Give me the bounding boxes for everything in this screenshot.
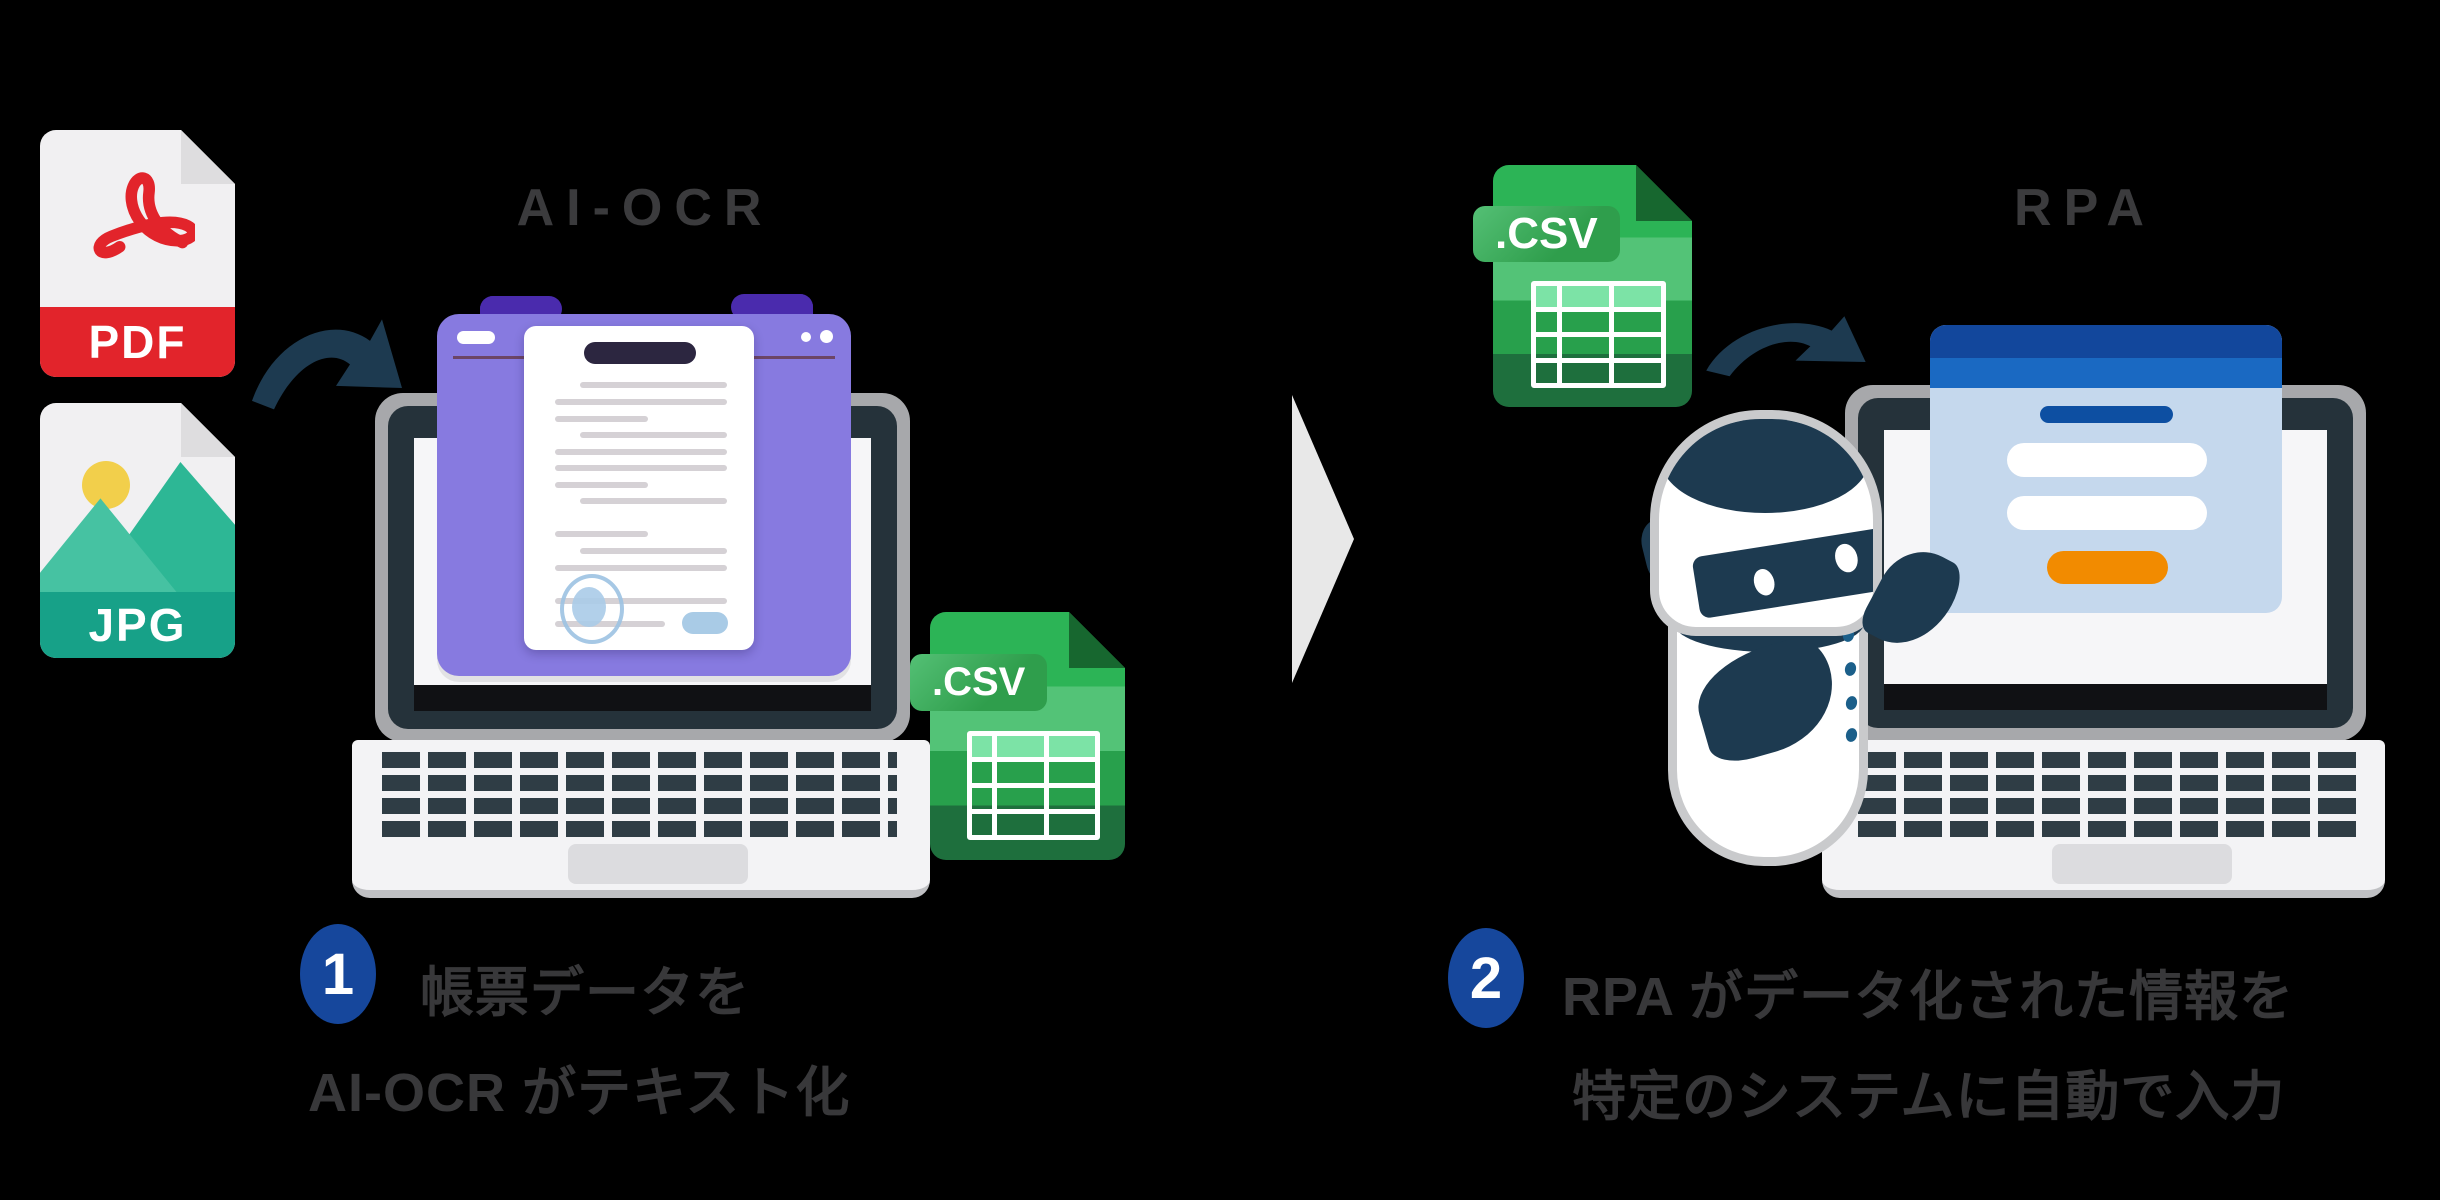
stamp-icon: [572, 587, 606, 627]
right-laptop-display-strip: [1884, 684, 2327, 710]
step-2-line1: RPA がデータ化された情報を: [1562, 967, 2295, 1027]
csv-label: .CSV: [910, 654, 1048, 712]
rpa-title: RPA: [2014, 179, 2156, 237]
document-heading-bar: [584, 342, 696, 364]
step-1-line2: AI-OCR がテキスト化: [308, 1063, 851, 1123]
ai-ocr-title: AI-OCR: [516, 179, 774, 237]
pdf-logo-icon: [93, 172, 195, 259]
robot-head-top: [1661, 419, 1869, 513]
step-2-line2: 特定のシステムに自動で入力: [1572, 1067, 2286, 1127]
robot-visor: [1691, 524, 1873, 620]
jpg-label: JPG: [40, 592, 235, 658]
window-control-dot: [820, 330, 833, 343]
step-1-line1: 帳票データを: [420, 963, 750, 1023]
robot-head: [1650, 410, 1882, 636]
left-laptop-base: [352, 740, 930, 898]
jpg-picture: [40, 403, 235, 592]
system-entry-window: [1930, 325, 2282, 613]
curved-arrow-icon: [248, 298, 408, 448]
window-control-dot: [801, 332, 811, 342]
csv-label: .CSV: [1473, 206, 1620, 262]
jpg-file-icon: JPG: [40, 403, 235, 658]
spreadsheet-table-icon: [967, 731, 1100, 841]
right-laptop-keyboard: [1858, 752, 2356, 837]
robot-eye: [1750, 566, 1778, 599]
window-toolbar: [1930, 358, 2282, 388]
csv-file-fold: [1069, 612, 1125, 668]
left-laptop-trackpad: [568, 844, 748, 884]
sun-icon: [82, 461, 130, 509]
scanned-document: [524, 326, 754, 650]
left-laptop-keyboard: [382, 752, 897, 837]
pdf-file-icon: PDF: [40, 130, 235, 377]
form-submit-button: [2047, 551, 2168, 584]
right-laptop-base: [1822, 740, 2385, 898]
signature-field: [682, 612, 728, 634]
csv-file-fold: [1636, 165, 1692, 221]
flow-arrow-triangle: [1292, 395, 1354, 683]
robot-eye: [1831, 540, 1862, 576]
stamp-icon: [560, 574, 624, 644]
curved-arrow-icon: [1702, 302, 1872, 402]
csv-file-icon-right: .CSV: [1473, 165, 1692, 407]
pdf-label: PDF: [40, 307, 235, 377]
window-control-pill: [457, 331, 495, 344]
form-input-field: [2007, 496, 2207, 530]
left-laptop-display-strip: [414, 685, 871, 711]
step-2-badge: 2: [1448, 928, 1524, 1028]
csv-file-icon-left: .CSV: [910, 612, 1125, 860]
spreadsheet-table-icon: [1530, 281, 1667, 388]
form-input-field: [2007, 443, 2207, 477]
form-heading-bar: [2040, 406, 2173, 423]
step-1-badge: 1: [300, 924, 376, 1024]
window-title-bar: [1930, 325, 2282, 358]
right-laptop-trackpad: [2052, 844, 2232, 884]
